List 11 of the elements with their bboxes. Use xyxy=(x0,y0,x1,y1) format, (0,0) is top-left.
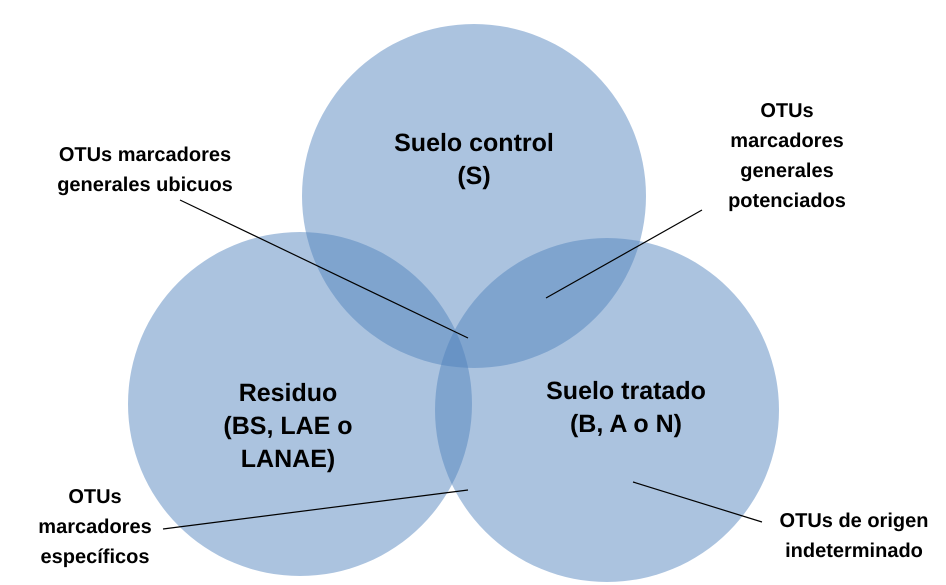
leader-line xyxy=(180,199,468,339)
circle-label: Suelo tratado (B, A o N) xyxy=(545,376,707,440)
circle-label: Suelo control (S) xyxy=(393,128,555,192)
circle-label: Residuo (BS, LAE o LANAE) xyxy=(222,378,354,475)
leader-line xyxy=(546,209,702,299)
callout-text: OTUs de origen indeterminado xyxy=(778,509,930,564)
callout-text: OTUs marcadores generales ubicuos xyxy=(56,143,234,198)
leader-line xyxy=(632,481,762,523)
leader-line xyxy=(162,489,468,530)
callout-text: OTUs marcadores generales potenciados xyxy=(727,99,847,214)
callout-text: OTUs marcadores específicos xyxy=(37,485,153,570)
